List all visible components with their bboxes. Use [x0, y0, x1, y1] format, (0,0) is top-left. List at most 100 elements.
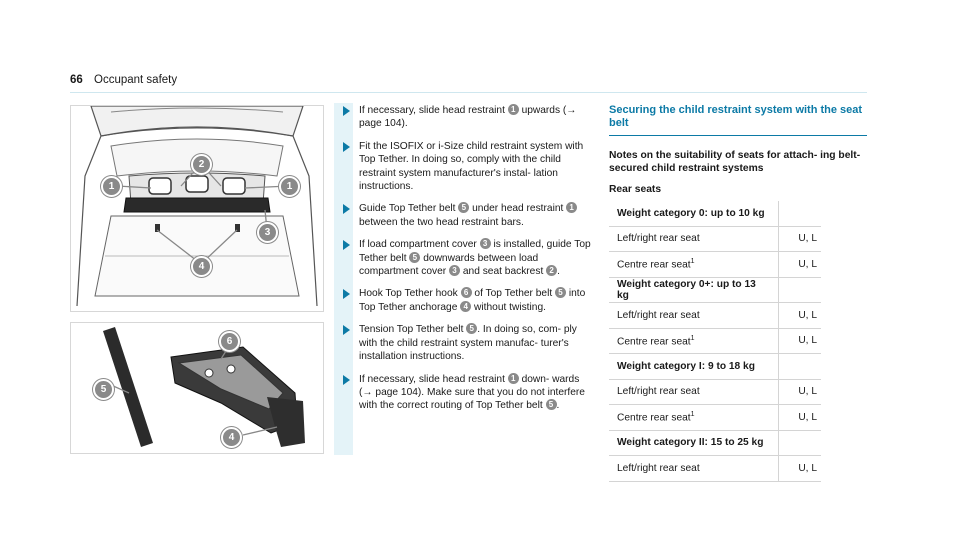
top-tether-hook-illustration: 6 5 4	[70, 322, 324, 454]
row-value	[778, 201, 821, 227]
header-rule	[70, 92, 867, 93]
step-arrow-icon	[343, 141, 350, 152]
row-label: Left/right rear seat	[609, 379, 779, 405]
step-text: without twisting.	[471, 301, 546, 313]
car-rear-drawing	[71, 106, 323, 311]
step-text: Fit the ISOFIX or i-Size child restraint…	[359, 140, 584, 193]
row-value: U, L	[778, 455, 821, 482]
seat-suitability-table: Weight category 0: up to 10 kg Left/right…	[609, 201, 821, 482]
row-label-text: Left/right rear seat	[617, 386, 700, 398]
step-text: If necessary, slide head restraint	[359, 373, 508, 385]
callout-number: 4	[460, 300, 472, 312]
row-label: Left/right rear seat	[609, 455, 779, 482]
step-text: If necessary, slide head restraint	[359, 105, 508, 116]
row-label: Weight category I: 9 to 18 kg	[609, 353, 779, 380]
table-row: Left/right rear seat U, L	[609, 379, 821, 405]
footnote-marker: 1	[690, 258, 695, 266]
step-arrow-icon	[343, 374, 350, 385]
step-text: Tension Top Tether belt	[359, 324, 467, 336]
step-arrow-icon	[343, 204, 350, 215]
section-name: Occupant safety	[94, 74, 178, 86]
instruction-step: If load compartment cover 3 is installed…	[337, 238, 593, 278]
weight-category-row: Weight category II: 15 to 25 kg	[609, 430, 821, 456]
callout-4: 4	[191, 256, 212, 277]
instruction-step: Hook Top Tether hook 6 of Top Tether bel…	[337, 287, 593, 314]
subsection-title: Notes on the suitability of seats for at…	[609, 150, 861, 174]
step-text: .	[556, 400, 560, 412]
callout-number: 5	[409, 251, 421, 263]
callout-number: 5	[466, 323, 478, 335]
row-label-text: Weight category II: 15 to 25 kg	[617, 437, 764, 449]
callout-number: 5	[555, 287, 567, 299]
luggage-compartment-illustration: 1 2 1 3 4	[70, 105, 324, 312]
step-text: .	[557, 266, 560, 278]
step-text: upwards (→ page 104).	[359, 105, 577, 130]
step-text: of Top Tether belt	[471, 288, 556, 300]
callout-number: 1	[507, 104, 519, 115]
row-label: Left/right rear seat	[609, 226, 779, 252]
right-column: Securing the child restraint system with…	[609, 104, 867, 482]
step-text: Guide Top Tether belt	[359, 203, 459, 215]
step-text: into Top Tether anchorage	[359, 288, 586, 313]
callout-4-hook: 4	[221, 427, 242, 448]
weight-category-row: Weight category 0: up to 10 kg	[609, 201, 821, 227]
weight-category-row: Weight category I: 9 to 18 kg	[609, 353, 821, 380]
row-value	[778, 277, 821, 303]
callout-number: 3	[449, 265, 461, 277]
rear-seats-label: Rear seats	[609, 184, 662, 195]
step-text: If load compartment cover	[359, 239, 480, 251]
instruction-step: If necessary, slide head restraint 1 upw…	[337, 104, 593, 131]
step-text: is installed, guide Top Tether belt	[359, 239, 591, 264]
step-arrow-icon	[343, 325, 350, 336]
row-label-text: Left/right rear seat	[617, 309, 700, 321]
callout-5: 5	[93, 379, 114, 400]
row-value: U, L	[778, 404, 821, 431]
section-title: Securing the child restraint system with…	[609, 104, 867, 136]
step-arrow-icon	[343, 289, 350, 300]
row-value	[778, 353, 821, 380]
weight-category-row: Weight category 0+: up to 13 kg	[609, 277, 821, 303]
row-label: Centre rear seat1	[609, 404, 779, 431]
table-row: Left/right rear seat U, L	[609, 455, 821, 482]
row-label-text: Centre rear seat	[617, 259, 691, 271]
callout-2: 2	[191, 154, 212, 175]
row-label: Left/right rear seat	[609, 302, 779, 329]
step-text: Hook Top Tether hook	[359, 288, 461, 300]
callout-1-right: 1	[279, 176, 300, 197]
row-label-text: Centre rear seat	[617, 412, 691, 424]
row-label: Weight category 0+: up to 13 kg	[609, 277, 779, 303]
instruction-step: Guide Top Tether belt 5 under head restr…	[337, 202, 593, 229]
row-value: U, L	[778, 379, 821, 405]
row-label-text: Centre rear seat	[617, 335, 691, 347]
row-label: Centre rear seat1	[609, 251, 779, 278]
step-arrow-icon	[343, 106, 350, 116]
row-value: U, L	[778, 328, 821, 354]
step-text: . In doing so, com- ply with the child r…	[359, 324, 577, 363]
step-text: downwards between load compartment cover	[359, 252, 539, 278]
step-text: between the two head restraint bars.	[359, 216, 524, 228]
row-value	[778, 430, 821, 456]
row-label-text: Weight category 0+: up to 13 kg	[617, 278, 756, 301]
step-text: down- wards (→ page 104). Make sure that…	[359, 373, 585, 412]
page-number: 66	[70, 74, 83, 86]
callout-number: 5	[545, 399, 557, 411]
row-label-text: Weight category 0: up to 10 kg	[617, 207, 765, 219]
row-value: U, L	[778, 226, 821, 252]
instruction-step: Fit the ISOFIX or i-Size child restraint…	[337, 140, 593, 194]
footnote-marker: 1	[690, 334, 695, 342]
callout-number: 2	[546, 265, 558, 277]
callout-1-left: 1	[101, 176, 122, 197]
instruction-step: Tension Top Tether belt 5. In doing so, …	[337, 323, 593, 363]
instruction-step: If necessary, slide head restraint 1 dow…	[337, 372, 593, 413]
step-arrow-icon	[343, 240, 350, 251]
callout-number: 3	[479, 238, 491, 250]
row-label-text: Left/right rear seat	[617, 462, 700, 474]
callout-number: 6	[460, 287, 472, 299]
page-header: 66 Occupant safety	[70, 74, 177, 86]
step-text: under head restraint	[469, 203, 567, 215]
callout-6: 6	[219, 331, 240, 352]
